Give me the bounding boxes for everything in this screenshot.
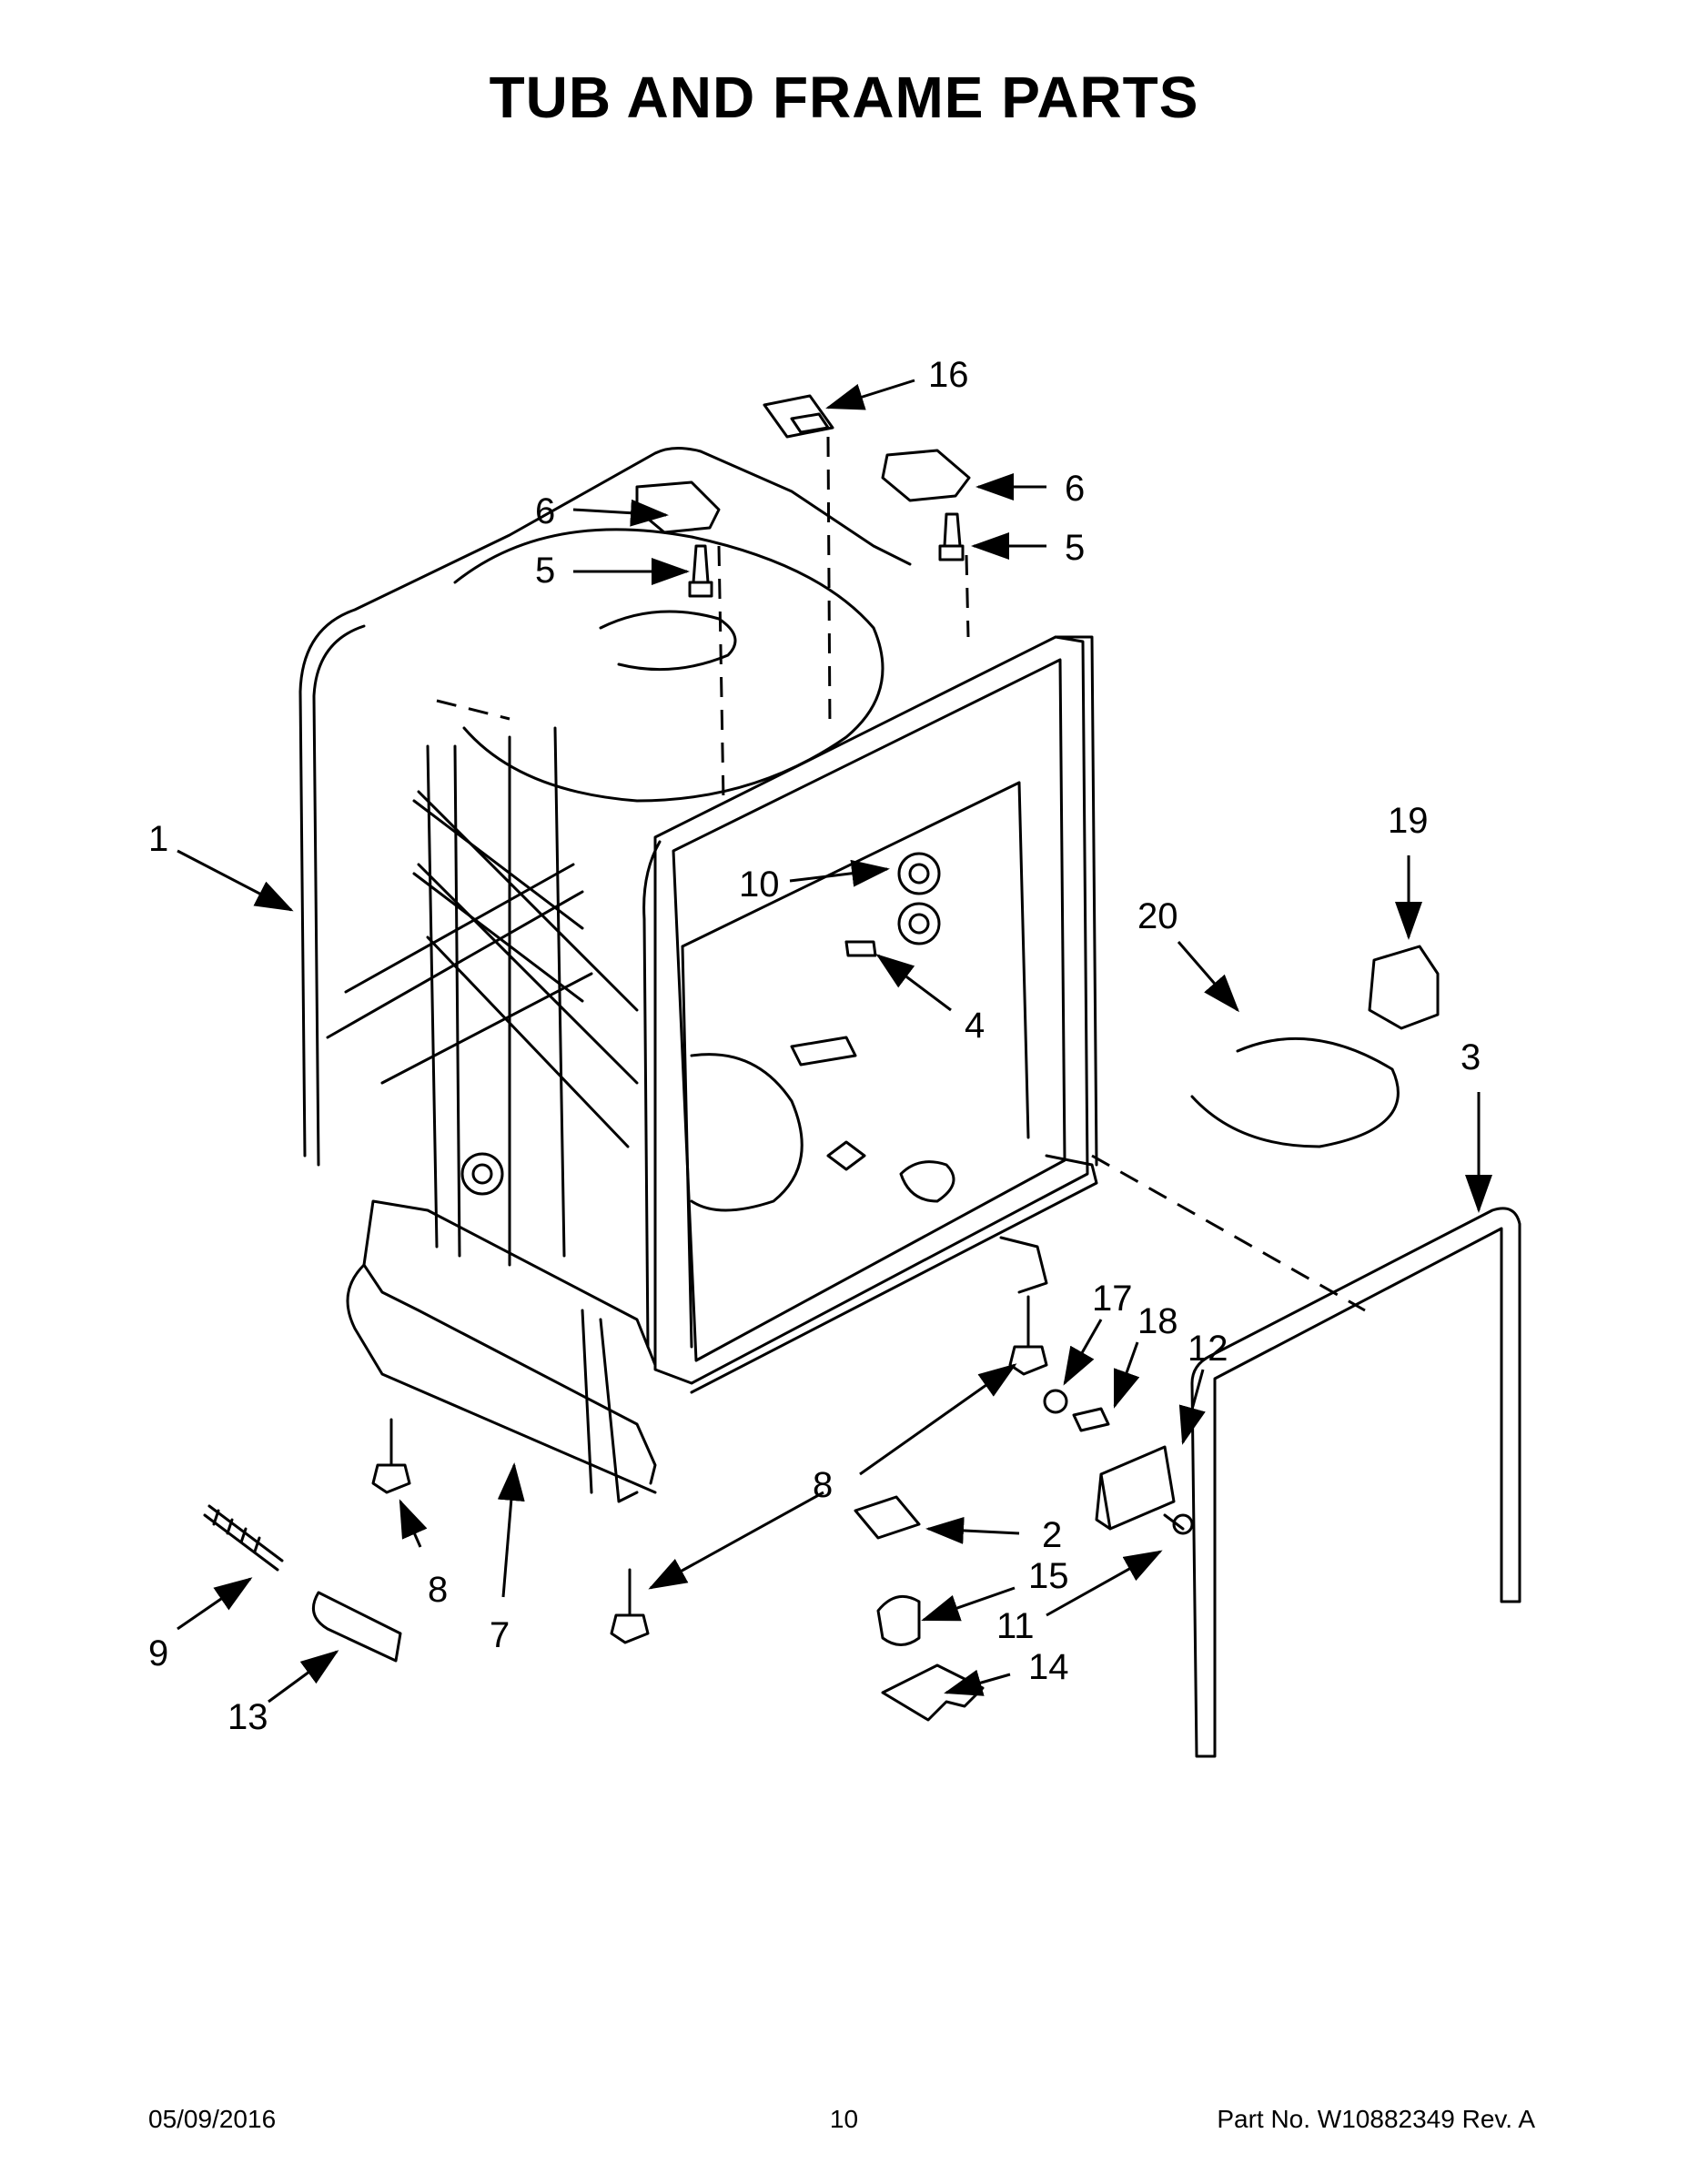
callout-19: 19 — [1388, 801, 1429, 841]
callout-8-right: 8 — [813, 1465, 833, 1505]
callout-6-right: 6 — [1065, 469, 1085, 509]
leader-16 — [825, 379, 915, 410]
leader-10 — [789, 859, 890, 887]
callout-12: 12 — [1188, 1329, 1228, 1369]
part-18-screw — [1072, 1407, 1110, 1432]
page-title: TUB AND FRAME PARTS — [489, 65, 1199, 130]
part-5-screw-left — [688, 544, 713, 598]
part-14-bracket — [881, 1663, 985, 1722]
callout-15: 15 — [1028, 1556, 1069, 1596]
callout-3: 3 — [1461, 1037, 1481, 1077]
leader-8-center — [648, 1491, 824, 1590]
leader-8-right — [859, 1363, 1017, 1476]
leader-8-left — [399, 1499, 428, 1548]
part-8-leg-center — [610, 1568, 650, 1644]
part-20-wire-harness — [1190, 1036, 1400, 1148]
part-15-switch — [876, 1594, 921, 1646]
part-2-pad — [854, 1495, 921, 1540]
part-16-clip — [763, 394, 834, 439]
callout-9: 9 — [148, 1633, 168, 1673]
leader-13 — [268, 1650, 339, 1704]
footer-page-number: 10 — [829, 2105, 859, 2133]
leader-1 — [177, 849, 294, 912]
part-10-grommet-top — [897, 852, 941, 895]
callout-14: 14 — [1028, 1647, 1069, 1687]
part-9-spring — [203, 1504, 284, 1572]
footer-part-number: Part No. W10882349 Rev. A — [1217, 2105, 1535, 2133]
part-11-screw — [1163, 1513, 1194, 1535]
callout-6-left: 6 — [535, 491, 555, 531]
footer-date: 05/09/2016 — [148, 2105, 277, 2133]
leader-2 — [925, 1516, 1020, 1544]
callout-10: 10 — [739, 864, 780, 905]
callout-4: 4 — [965, 1006, 985, 1046]
callout-20: 20 — [1137, 896, 1178, 936]
callout-2: 2 — [1042, 1515, 1062, 1555]
leader-14 — [944, 1669, 1011, 1696]
leader-6-left — [572, 499, 669, 527]
part-3-gasket — [1190, 1207, 1521, 1758]
tub-assembly — [298, 447, 1098, 1503]
part-4-screw — [844, 940, 877, 957]
leader-4 — [875, 954, 952, 1012]
callout-13: 13 — [227, 1697, 268, 1737]
leader-15 — [921, 1586, 1016, 1622]
part-8-leg-left — [371, 1418, 411, 1494]
callout-5-left: 5 — [535, 551, 555, 591]
callout-7: 7 — [490, 1615, 510, 1655]
leader-18 — [1113, 1341, 1140, 1409]
callout-5-right: 5 — [1065, 528, 1085, 568]
leader-12 — [1178, 1369, 1206, 1445]
part-5-screw-right — [938, 512, 965, 561]
part-19-bracket — [1368, 945, 1440, 1030]
part-17-washer — [1043, 1389, 1068, 1414]
callout-11: 11 — [996, 1606, 1035, 1646]
callout-16: 16 — [928, 355, 969, 395]
leader-11 — [1046, 1550, 1163, 1617]
part-6-bracket-left — [635, 480, 721, 534]
callout-8-left: 8 — [428, 1570, 448, 1610]
part-12-bracket — [1095, 1445, 1176, 1531]
part-10-grommet-bottom — [897, 902, 941, 945]
callout-17: 17 — [1092, 1279, 1133, 1319]
leader-7 — [497, 1462, 525, 1598]
leader-9 — [177, 1577, 253, 1631]
part-6-bracket-right — [881, 449, 971, 502]
callout-18: 18 — [1137, 1301, 1178, 1341]
part-8-leg-right — [1008, 1295, 1048, 1376]
leader-20 — [1177, 941, 1239, 1013]
callout-1: 1 — [148, 819, 168, 859]
part-13-cap — [311, 1591, 402, 1663]
leader-17 — [1063, 1319, 1103, 1386]
